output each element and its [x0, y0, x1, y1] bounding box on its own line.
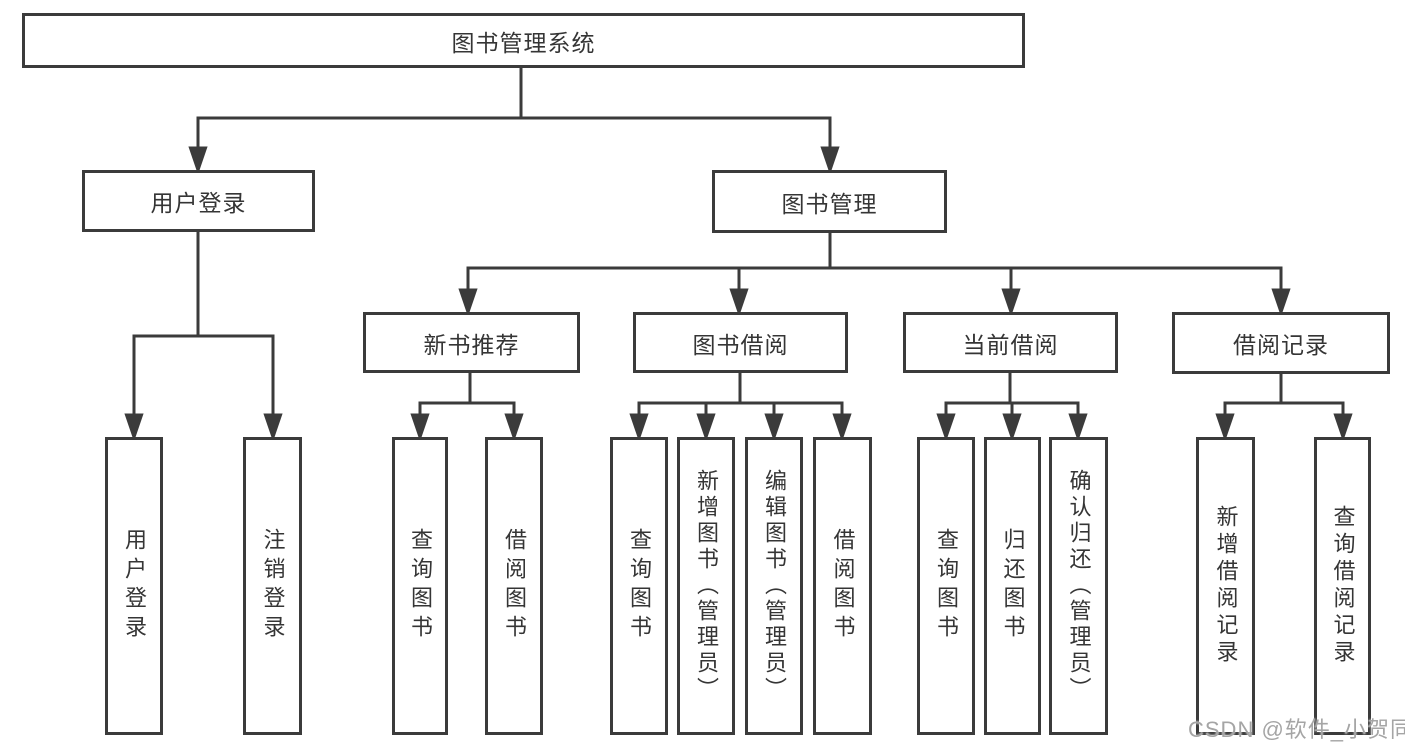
node-leaf-logout: 注销登录 — [243, 437, 302, 735]
node-current-borrow: 当前借阅 — [903, 312, 1118, 373]
node-leaf-borrow-query-book: 查询图书 — [610, 437, 668, 735]
node-leaf-newrec-query-book: 查询图书 — [392, 437, 448, 735]
node-leaf-newrec-borrow-book: 借阅图书 — [485, 437, 543, 735]
node-book-mgmt-label: 图书管理 — [781, 190, 878, 217]
node-root: 图书管理系统 — [22, 13, 1025, 68]
connector-book-mgmt-to-level3 — [458, 233, 1291, 317]
node-leaf-confirm-return-admin-label: 确认归还（管理员） — [1066, 469, 1092, 703]
node-leaf-current-query-book-label: 查询图书 — [934, 528, 959, 644]
connector-current-borrow-children — [936, 373, 1088, 442]
node-root-label: 图书管理系统 — [451, 29, 596, 56]
node-leaf-add-book-admin: 新增图书（管理员） — [677, 437, 735, 735]
node-borrow-records-label: 借阅记录 — [1233, 332, 1329, 358]
node-leaf-user-login: 用户登录 — [105, 437, 163, 735]
node-leaf-return-book: 归还图书 — [984, 437, 1041, 735]
node-book-borrow: 图书借阅 — [633, 312, 848, 373]
connector-user-login-children — [124, 232, 283, 442]
connector-book-borrow-children — [629, 373, 852, 442]
node-leaf-confirm-return-admin: 确认归还（管理员） — [1049, 437, 1108, 735]
node-book-borrow-label: 图书借阅 — [692, 331, 789, 358]
node-leaf-query-borrow-record-label: 查询借阅记录 — [1330, 505, 1356, 667]
node-leaf-borrow-query-book-label: 查询图书 — [627, 528, 652, 644]
node-leaf-add-borrow-record-label: 新增借阅记录 — [1213, 505, 1239, 667]
node-user-login: 用户登录 — [82, 170, 315, 232]
node-borrow-records: 借阅记录 — [1172, 312, 1390, 374]
connector-new-book-children — [410, 373, 524, 442]
node-leaf-edit-book-admin-label: 编辑图书（管理员） — [762, 469, 787, 703]
node-leaf-return-book-label: 归还图书 — [1000, 528, 1026, 644]
node-leaf-newrec-borrow-book-label: 借阅图书 — [502, 528, 527, 644]
node-leaf-query-borrow-record: 查询借阅记录 — [1314, 437, 1371, 735]
node-leaf-newrec-query-book-label: 查询图书 — [408, 528, 433, 644]
node-leaf-edit-book-admin: 编辑图书（管理员） — [745, 437, 803, 735]
node-new-book-rec-label: 新书推荐 — [423, 331, 520, 358]
node-new-book-rec: 新书推荐 — [363, 312, 580, 373]
node-current-borrow-label: 当前借阅 — [962, 331, 1059, 358]
node-book-mgmt: 图书管理 — [712, 170, 947, 233]
connector-root-to-level2 — [188, 68, 840, 175]
node-leaf-borrow-book: 借阅图书 — [813, 437, 872, 735]
node-user-login-label: 用户登录 — [150, 190, 247, 216]
node-leaf-add-book-admin-label: 新增图书（管理员） — [694, 469, 719, 703]
node-leaf-current-query-book: 查询图书 — [917, 437, 975, 735]
node-leaf-user-login-label: 用户登录 — [122, 528, 147, 644]
node-leaf-add-borrow-record: 新增借阅记录 — [1196, 437, 1255, 735]
node-leaf-borrow-book-label: 借阅图书 — [830, 528, 856, 644]
connector-borrow-records-children — [1215, 373, 1353, 442]
node-leaf-logout-label: 注销登录 — [260, 528, 286, 644]
